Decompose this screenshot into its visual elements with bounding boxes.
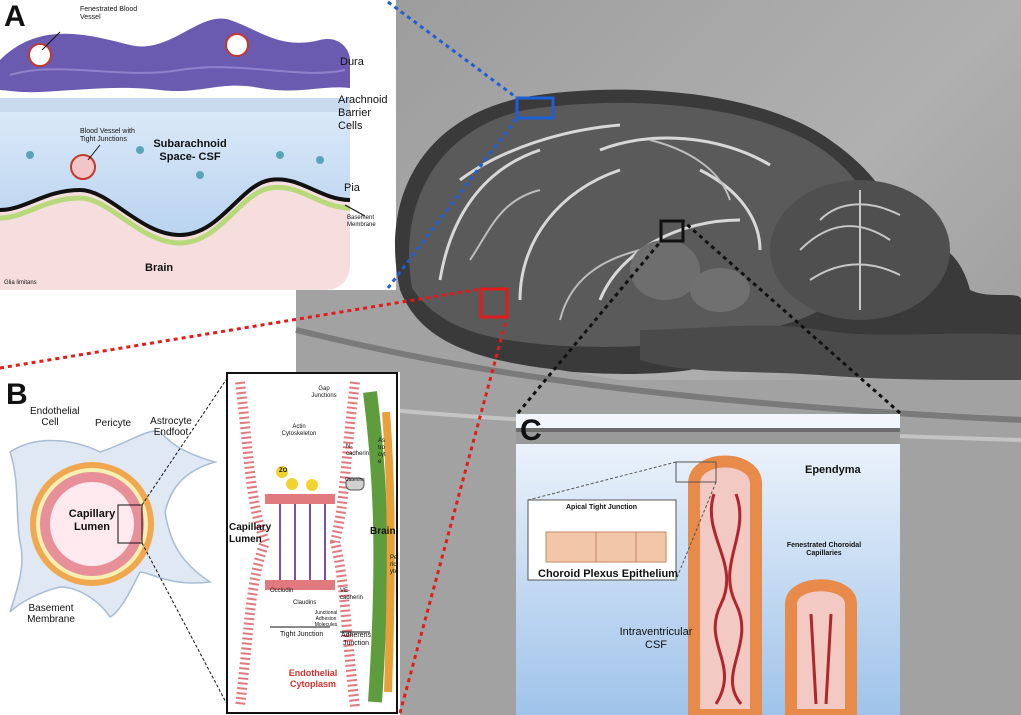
label-apical-tj: Apical Tight Junction <box>566 504 638 511</box>
label-jam: Junctional Adhesion Molecules <box>314 610 338 628</box>
label-tight-junction: Tight Junction <box>280 631 324 638</box>
fenestrated-vessel <box>225 33 249 57</box>
label-astrocyte-b: Astrocyte Endfoot <box>150 416 192 438</box>
label-cpe: Choroid Plexus Epithelium <box>538 568 678 580</box>
label-pericyte-inset: Pericyte <box>390 555 399 575</box>
panel-a-letter: A <box>4 0 26 33</box>
label-fenestrated-vessel: Fenestrated Blood Vessel <box>80 6 138 21</box>
arachnoid-layer <box>0 98 350 112</box>
label-subarachnoid: Subarachnoid Space- CSF <box>153 138 227 163</box>
label-basement-a: Basement Membrane <box>347 215 376 228</box>
panel-c-letter: C <box>520 414 542 447</box>
subarachnoid-space <box>0 108 350 235</box>
label-tight-vessel: Blood Vessel with Tight Junctions <box>80 128 135 143</box>
label-endothelial-cell: Endothelial Cell <box>30 406 80 428</box>
label-astrocyte-inset: Astrocyte <box>378 438 386 465</box>
label-ependyma: Ependyma <box>805 464 861 476</box>
label-arachnoid: Arachnoid Barrier Cells <box>338 94 388 132</box>
label-zo: ZO <box>279 468 288 474</box>
label-fenestrated-capillaries: Fenestrated Choroidal Capillaries <box>786 542 862 557</box>
label-capillary-lumen-inset: Capillary Lumen <box>229 522 272 545</box>
panel-c-choroid-plexus <box>516 414 900 715</box>
label-pericyte-b: Pericyte <box>95 418 132 429</box>
label-ncadherin: N-cadherin <box>346 444 370 457</box>
label-vecadherin: VE-cadherin <box>340 588 364 601</box>
label-adherens-junction: Adherens Junction <box>341 632 371 647</box>
label-brain-a: Brain <box>145 262 174 274</box>
label-actin: Actin Cytoskeleton <box>281 424 317 437</box>
label-capillary-lumen-b: Capillary Lumen <box>68 508 116 533</box>
choroid-villus-small <box>785 579 857 715</box>
fenestrated-vessel <box>28 43 52 67</box>
label-glia: Glia limitans <box>4 280 37 286</box>
label-intraventricular-csf: Intraventricular CSF <box>619 626 693 651</box>
label-pia: Pia <box>344 182 360 194</box>
panel-b-letter: B <box>6 378 28 411</box>
label-gap-junctions: Gap Junctions <box>311 386 337 399</box>
label-dura: Dura <box>340 56 364 68</box>
dura-layer <box>0 18 350 93</box>
panel-b-bbb <box>0 372 400 715</box>
label-catenins: Catenins <box>345 477 365 483</box>
label-brain-b: Brain <box>370 526 396 537</box>
capillary-lumen <box>50 482 134 566</box>
label-basement-b: Basement Membrane <box>27 603 75 625</box>
label-occludin: Occludin <box>270 588 294 594</box>
basement-membrane-line <box>0 177 351 238</box>
panel-a-meninges <box>0 0 372 290</box>
tight-junction-vessel <box>70 154 96 180</box>
label-endothelial-cytoplasm: Endothelial Cytoplasm <box>288 668 338 689</box>
label-claudins: Claudins <box>293 600 317 606</box>
pia-layer <box>0 184 351 246</box>
